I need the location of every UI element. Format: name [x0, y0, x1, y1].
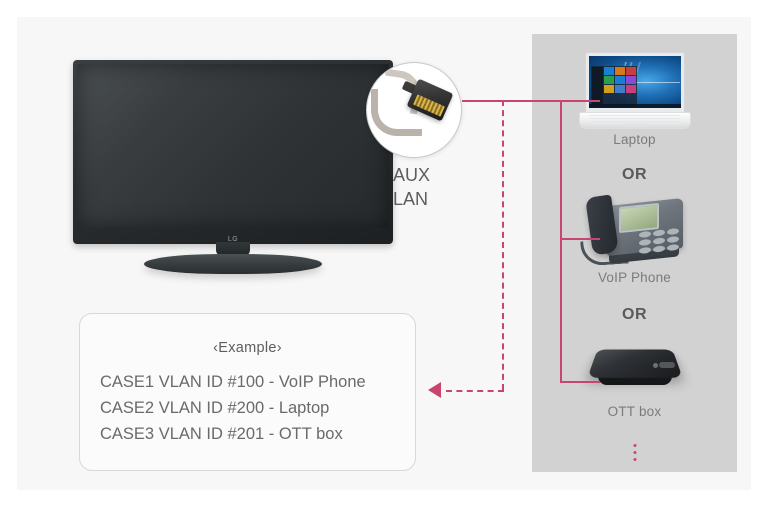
start-menu-rail: [591, 67, 603, 105]
example-case-3: CASE3 VLAN ID #201 - OTT box: [100, 425, 343, 443]
device-caption-voip-phone: VoIP Phone: [597, 270, 672, 285]
device-item-voip-phone: VoIP Phone: [532, 194, 737, 285]
example-case-1: CASE1 VLAN ID #100 - VoIP Phone: [100, 373, 366, 391]
ott-box-led: [652, 363, 658, 368]
ott-box-port: [658, 362, 675, 368]
wire-branch-ott: [560, 381, 600, 383]
tv-brand-logo: LG: [227, 236, 239, 243]
dashed-wire-arrowhead: [428, 382, 441, 398]
voip-lcd-screen: [618, 202, 659, 234]
device-caption-ott-box: OTT box: [607, 404, 662, 419]
start-menu-tiles: [603, 67, 636, 105]
device-caption-laptop: Laptop: [613, 132, 656, 147]
dashed-wire-horizontal: [446, 390, 504, 392]
laptop-icon: [578, 52, 691, 130]
cable-loop-lower: [371, 89, 422, 136]
rj45-plug-icon: [366, 62, 462, 158]
tv-bezel: LG: [73, 60, 393, 244]
aux-label-line1: AUX: [393, 165, 431, 185]
wire-tv-to-trunk: [462, 100, 562, 102]
example-box: ‹Example› CASE1 VLAN ID #100 - VoIP Phon…: [79, 313, 416, 471]
tv-screen: [77, 64, 389, 228]
wire-branch-voip: [560, 238, 600, 240]
dashed-wire-vertical: [502, 100, 504, 390]
vertical-ellipsis-icon: [633, 444, 636, 461]
tv-neck: [216, 242, 250, 256]
or-separator-1: OR: [532, 166, 737, 184]
device-panel: Laptop OR VoIP Phone OR: [532, 34, 737, 472]
windows-wallpaper-horizon: [616, 82, 681, 83]
laptop-lid: [584, 52, 685, 114]
voip-keypad: [638, 227, 679, 255]
laptop-screen: [588, 56, 681, 108]
tv-stand: [144, 254, 322, 274]
tv-illustration: LG: [73, 60, 393, 274]
voip-phone-icon: [579, 194, 691, 268]
wire-branch-laptop: [560, 100, 600, 102]
device-item-laptop: Laptop: [532, 52, 737, 147]
or-separator-2: OR: [532, 306, 737, 324]
aux-lan-label: AUX LAN: [393, 163, 430, 211]
windows-start-menu: [590, 66, 637, 106]
windows-taskbar: [588, 104, 681, 108]
example-case-2: CASE2 VLAN ID #200 - Laptop: [100, 399, 330, 417]
laptop-base: [578, 112, 691, 129]
aux-label-line2: LAN: [393, 189, 429, 209]
or-label-2: OR: [622, 306, 647, 323]
laptop-keyboard: [589, 115, 680, 123]
or-label-1: OR: [622, 166, 647, 183]
wire-trunk-vertical: [560, 100, 562, 382]
example-case-list: CASE1 VLAN ID #100 - VoIP Phone CASE2 VL…: [80, 369, 415, 447]
ott-box-icon: [579, 336, 691, 402]
device-item-ott-box: OTT box: [532, 336, 737, 419]
example-title: ‹Example›: [213, 340, 282, 356]
laptop-trackpad: [623, 124, 646, 127]
